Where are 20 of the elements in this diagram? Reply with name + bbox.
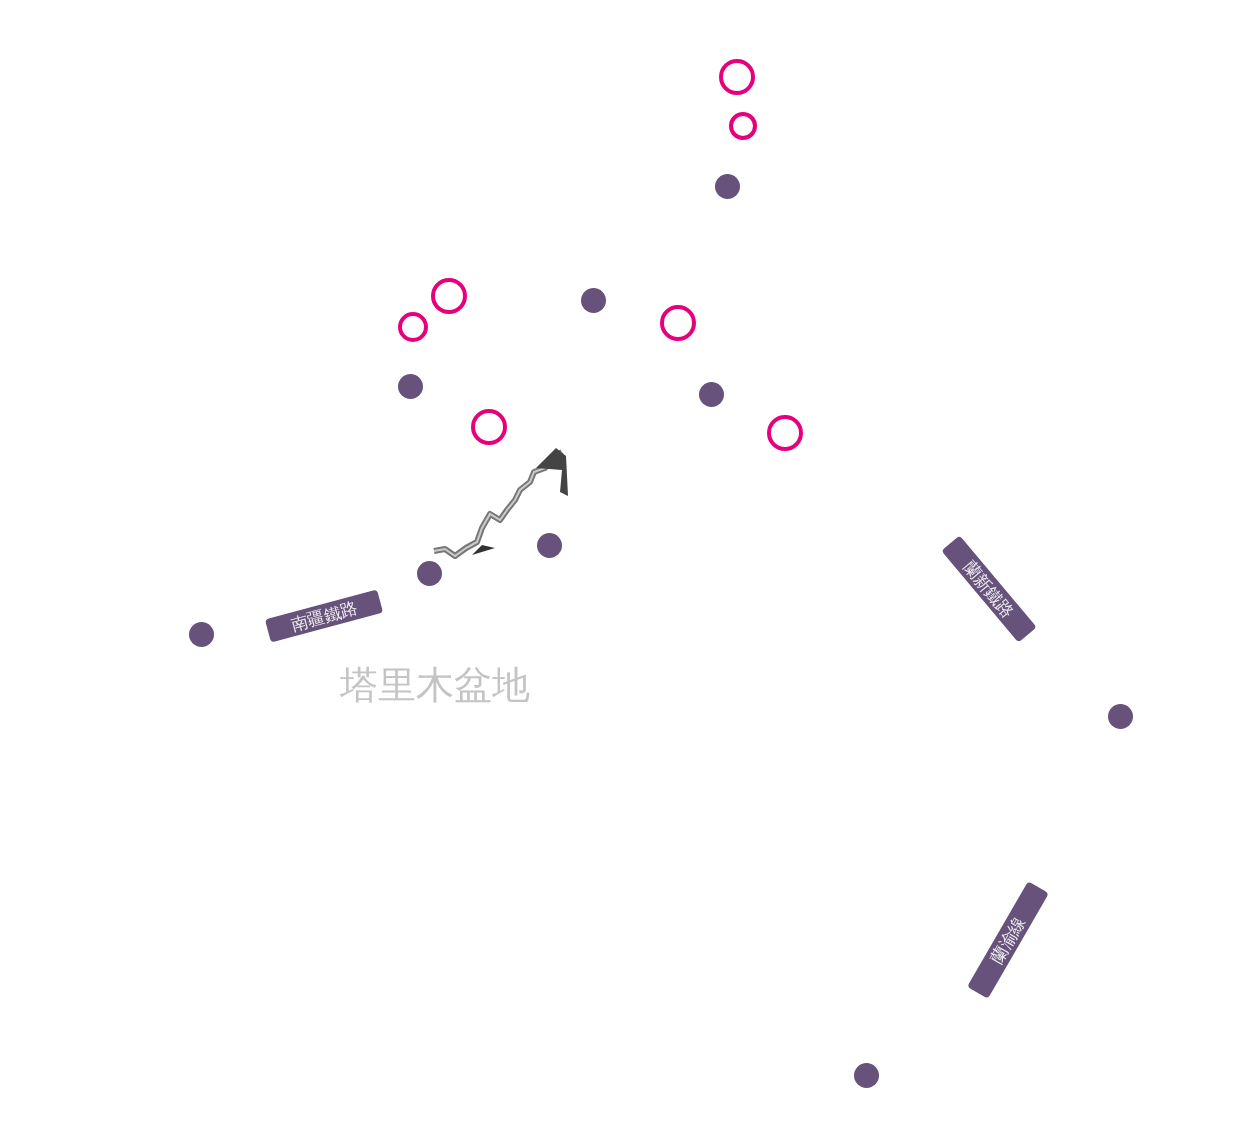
railway-label: 蘭渝線 bbox=[967, 881, 1049, 999]
station-dot bbox=[536, 532, 562, 558]
ring-marker bbox=[431, 278, 467, 314]
station-dot bbox=[853, 1062, 879, 1088]
region-label: 塔里木盆地 bbox=[340, 662, 530, 709]
ring-marker bbox=[471, 409, 507, 445]
ring-marker bbox=[729, 112, 757, 140]
ring-marker bbox=[767, 415, 803, 451]
station-dot bbox=[188, 621, 214, 647]
station-dot bbox=[580, 287, 606, 313]
ring-marker bbox=[719, 59, 755, 95]
ring-marker bbox=[660, 305, 696, 341]
station-dot bbox=[714, 173, 740, 199]
station-dot bbox=[397, 373, 423, 399]
station-dot bbox=[698, 381, 724, 407]
railway-label: 南疆鐵路 bbox=[264, 589, 384, 643]
railway-label: 蘭新鐵路 bbox=[941, 535, 1037, 643]
station-dot bbox=[1107, 703, 1133, 729]
station-dot bbox=[416, 560, 442, 586]
ring-marker bbox=[398, 312, 428, 342]
